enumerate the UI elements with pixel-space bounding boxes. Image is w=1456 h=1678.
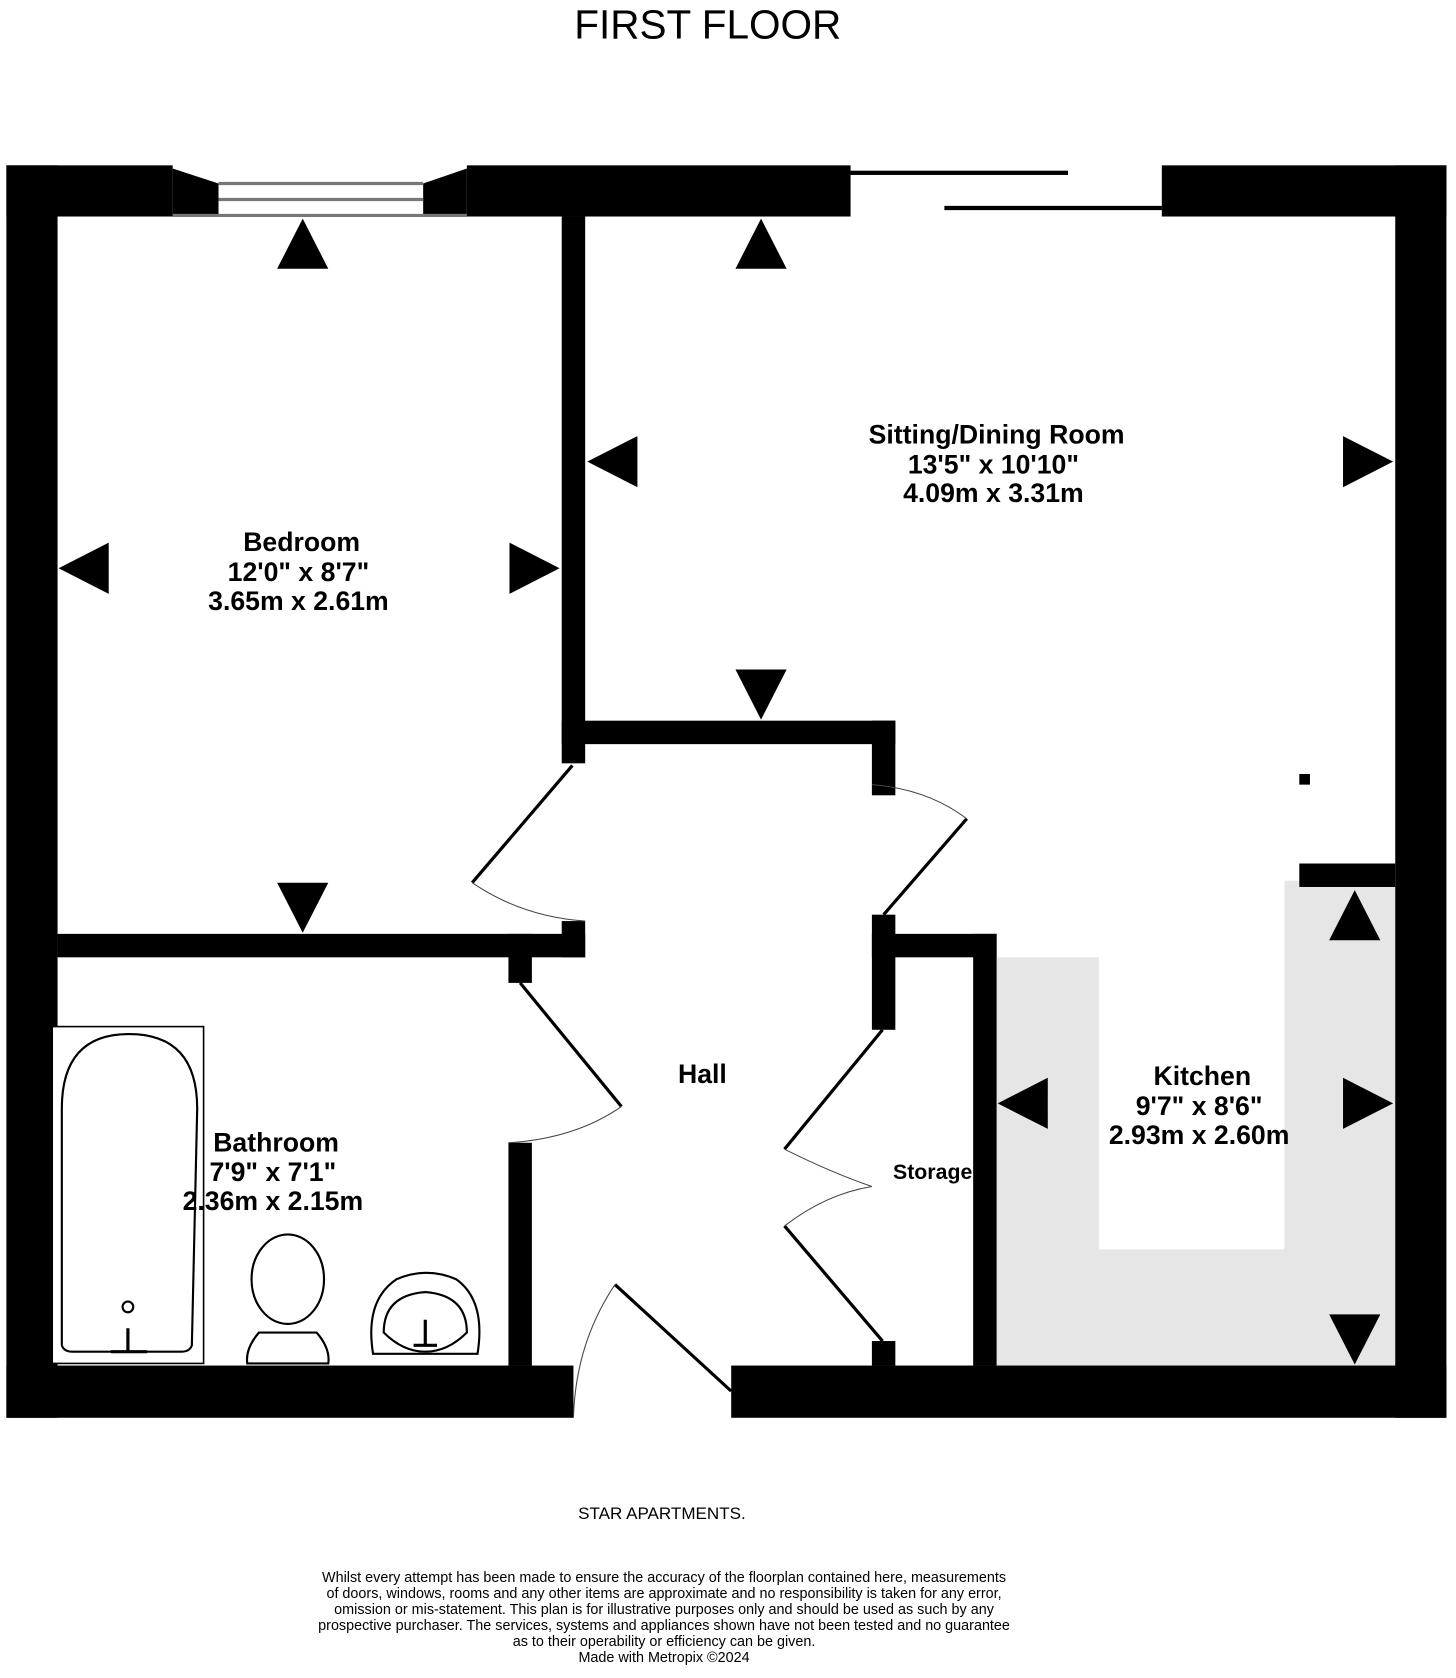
- room-label-hall: Hall: [678, 1059, 727, 1089]
- sliding-door: [850, 170, 1162, 211]
- svg-text:of doors, windows, rooms and a: of doors, windows, rooms and any other i…: [326, 1586, 1001, 1602]
- floor-title: FIRST FLOOR: [574, 2, 841, 48]
- room-label-sitting: Sitting/Dining Room 13'5" x 10'10" 4.09m…: [869, 420, 1125, 509]
- svg-text:12'0" x 8'7": 12'0" x 8'7": [228, 557, 370, 587]
- svg-text:Whilst every attempt has been: Whilst every attempt has been made to en…: [322, 1570, 1006, 1586]
- svg-text:Bathroom: Bathroom: [213, 1127, 339, 1157]
- sink: [370, 1271, 481, 1355]
- svg-text:4.09m x 3.31m: 4.09m x 3.31m: [903, 478, 1084, 508]
- svg-text:Kitchen: Kitchen: [1153, 1061, 1251, 1091]
- svg-text:3.65m x 2.61m: 3.65m x 2.61m: [208, 586, 389, 616]
- svg-text:Bedroom: Bedroom: [243, 527, 360, 557]
- window: [172, 168, 467, 218]
- room-label-bathroom: Bathroom 7'9" x 7'1" 2.36m x 2.15m: [183, 1127, 364, 1216]
- company-name: STAR APARTMENTS.: [578, 1504, 746, 1523]
- svg-text:Sitting/Dining Room: Sitting/Dining Room: [869, 420, 1125, 450]
- room-label-bedroom: Bedroom 12'0" x 8'7" 3.65m x 2.61m: [208, 527, 389, 616]
- svg-text:omission or mis-statement. Thi: omission or mis-statement. This plan is …: [334, 1602, 995, 1618]
- svg-text:7'9" x 7'1": 7'9" x 7'1": [209, 1157, 336, 1187]
- svg-text:2.93m x 2.60m: 2.93m x 2.60m: [1109, 1120, 1290, 1150]
- room-label-kitchen: Kitchen 9'7" x 8'6" 2.93m x 2.60m: [1109, 1061, 1290, 1150]
- svg-text:13'5" x 10'10": 13'5" x 10'10": [908, 449, 1079, 479]
- doors: [470, 764, 968, 1418]
- svg-text:2.36m x 2.15m: 2.36m x 2.15m: [183, 1186, 364, 1216]
- room-label-storage: Storage: [893, 1160, 972, 1184]
- dimension-arrows: [58, 218, 1394, 1365]
- svg-text:as to their operability or eff: as to their operability or efficiency ca…: [513, 1634, 816, 1650]
- credit: Made with Metropix ©2024: [578, 1650, 749, 1666]
- bathtub: [51, 1025, 205, 1365]
- toilet: [245, 1233, 330, 1365]
- kitchen-floor: [996, 880, 1396, 1366]
- walls: [6, 165, 1447, 1418]
- svg-text:prospective purchaser. The ser: prospective purchaser. The services, sys…: [318, 1618, 1010, 1634]
- disclaimer: Whilst every attempt has been made to en…: [318, 1570, 1010, 1666]
- svg-text:9'7" x 8'6": 9'7" x 8'6": [1136, 1091, 1263, 1121]
